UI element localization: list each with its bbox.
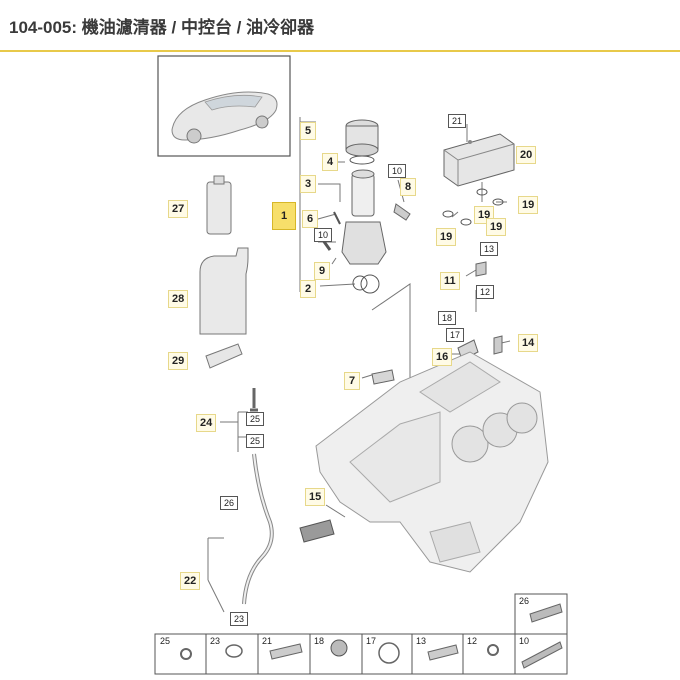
- callout-27[interactable]: 27: [168, 200, 189, 218]
- header-divider: [0, 50, 680, 52]
- callout-1[interactable]: 1: [272, 202, 296, 230]
- strip-label-17: 17: [366, 636, 377, 646]
- callout-3[interactable]: 3: [300, 175, 316, 193]
- oil-cooler: [442, 133, 515, 226]
- callout-24[interactable]: 24: [196, 414, 217, 432]
- callout-4[interactable]: 4: [322, 153, 338, 171]
- callout-26-box[interactable]: 26: [220, 496, 239, 510]
- parts-strip: [154, 593, 568, 675]
- callout-10-box[interactable]: 10: [388, 164, 407, 178]
- strip-label-13: 13: [416, 636, 427, 646]
- vehicle-thumbnail: [157, 55, 291, 157]
- callout-18-box[interactable]: 18: [438, 311, 457, 325]
- strip-label-25: 25: [160, 636, 171, 646]
- parts-diagram: 5 4 3 10 8 1 6 10 9 2 27 28 29 21 20 19 …: [0, 52, 680, 680]
- strip-label-18: 18: [314, 636, 325, 646]
- callout-14[interactable]: 14: [518, 334, 539, 352]
- strip-label-21: 21: [262, 636, 273, 646]
- callout-16[interactable]: 16: [432, 348, 453, 366]
- parts-drawing: [154, 55, 568, 675]
- callout-22[interactable]: 22: [180, 572, 201, 590]
- callout-23-box[interactable]: 23: [230, 612, 249, 626]
- callout-8[interactable]: 8: [400, 178, 416, 196]
- callout-20[interactable]: 20: [516, 146, 537, 164]
- callout-17-box[interactable]: 17: [446, 328, 465, 342]
- callout-9[interactable]: 9: [314, 262, 330, 280]
- callout-6[interactable]: 6: [302, 210, 318, 228]
- callout-25-box-a[interactable]: 25: [246, 412, 265, 426]
- callout-2[interactable]: 2: [300, 280, 316, 298]
- strip-label-23: 23: [210, 636, 221, 646]
- strip-label-10: 10: [519, 636, 530, 646]
- callout-5[interactable]: 5: [300, 122, 316, 140]
- callout-25-box-b[interactable]: 25: [246, 434, 265, 448]
- page-title: 104-005: 機油濾清器 / 中控台 / 油冷卻器: [9, 18, 315, 37]
- engine-block: [315, 351, 549, 573]
- callout-10-box-2[interactable]: 10: [314, 228, 333, 242]
- callout-28[interactable]: 28: [168, 290, 189, 308]
- strip-label-26: 26: [519, 596, 530, 606]
- callout-19-b[interactable]: 19: [518, 196, 539, 214]
- callout-21[interactable]: 21: [448, 114, 467, 128]
- page-header: 104-005: 機油濾清器 / 中控台 / 油冷卻器: [0, 0, 680, 52]
- callout-19-d[interactable]: 19: [486, 218, 507, 236]
- strip-label-12: 12: [467, 636, 478, 646]
- callout-12-box[interactable]: 12: [476, 285, 495, 299]
- callout-7[interactable]: 7: [344, 372, 360, 390]
- callout-29[interactable]: 29: [168, 352, 189, 370]
- callout-15[interactable]: 15: [305, 488, 326, 506]
- oil-filter-assembly: [318, 119, 411, 294]
- callout-11[interactable]: 11: [440, 272, 460, 290]
- oil-containers: [199, 175, 249, 369]
- dipstick: [242, 388, 274, 605]
- callout-19-c[interactable]: 19: [436, 228, 457, 246]
- callout-13-box[interactable]: 13: [480, 242, 499, 256]
